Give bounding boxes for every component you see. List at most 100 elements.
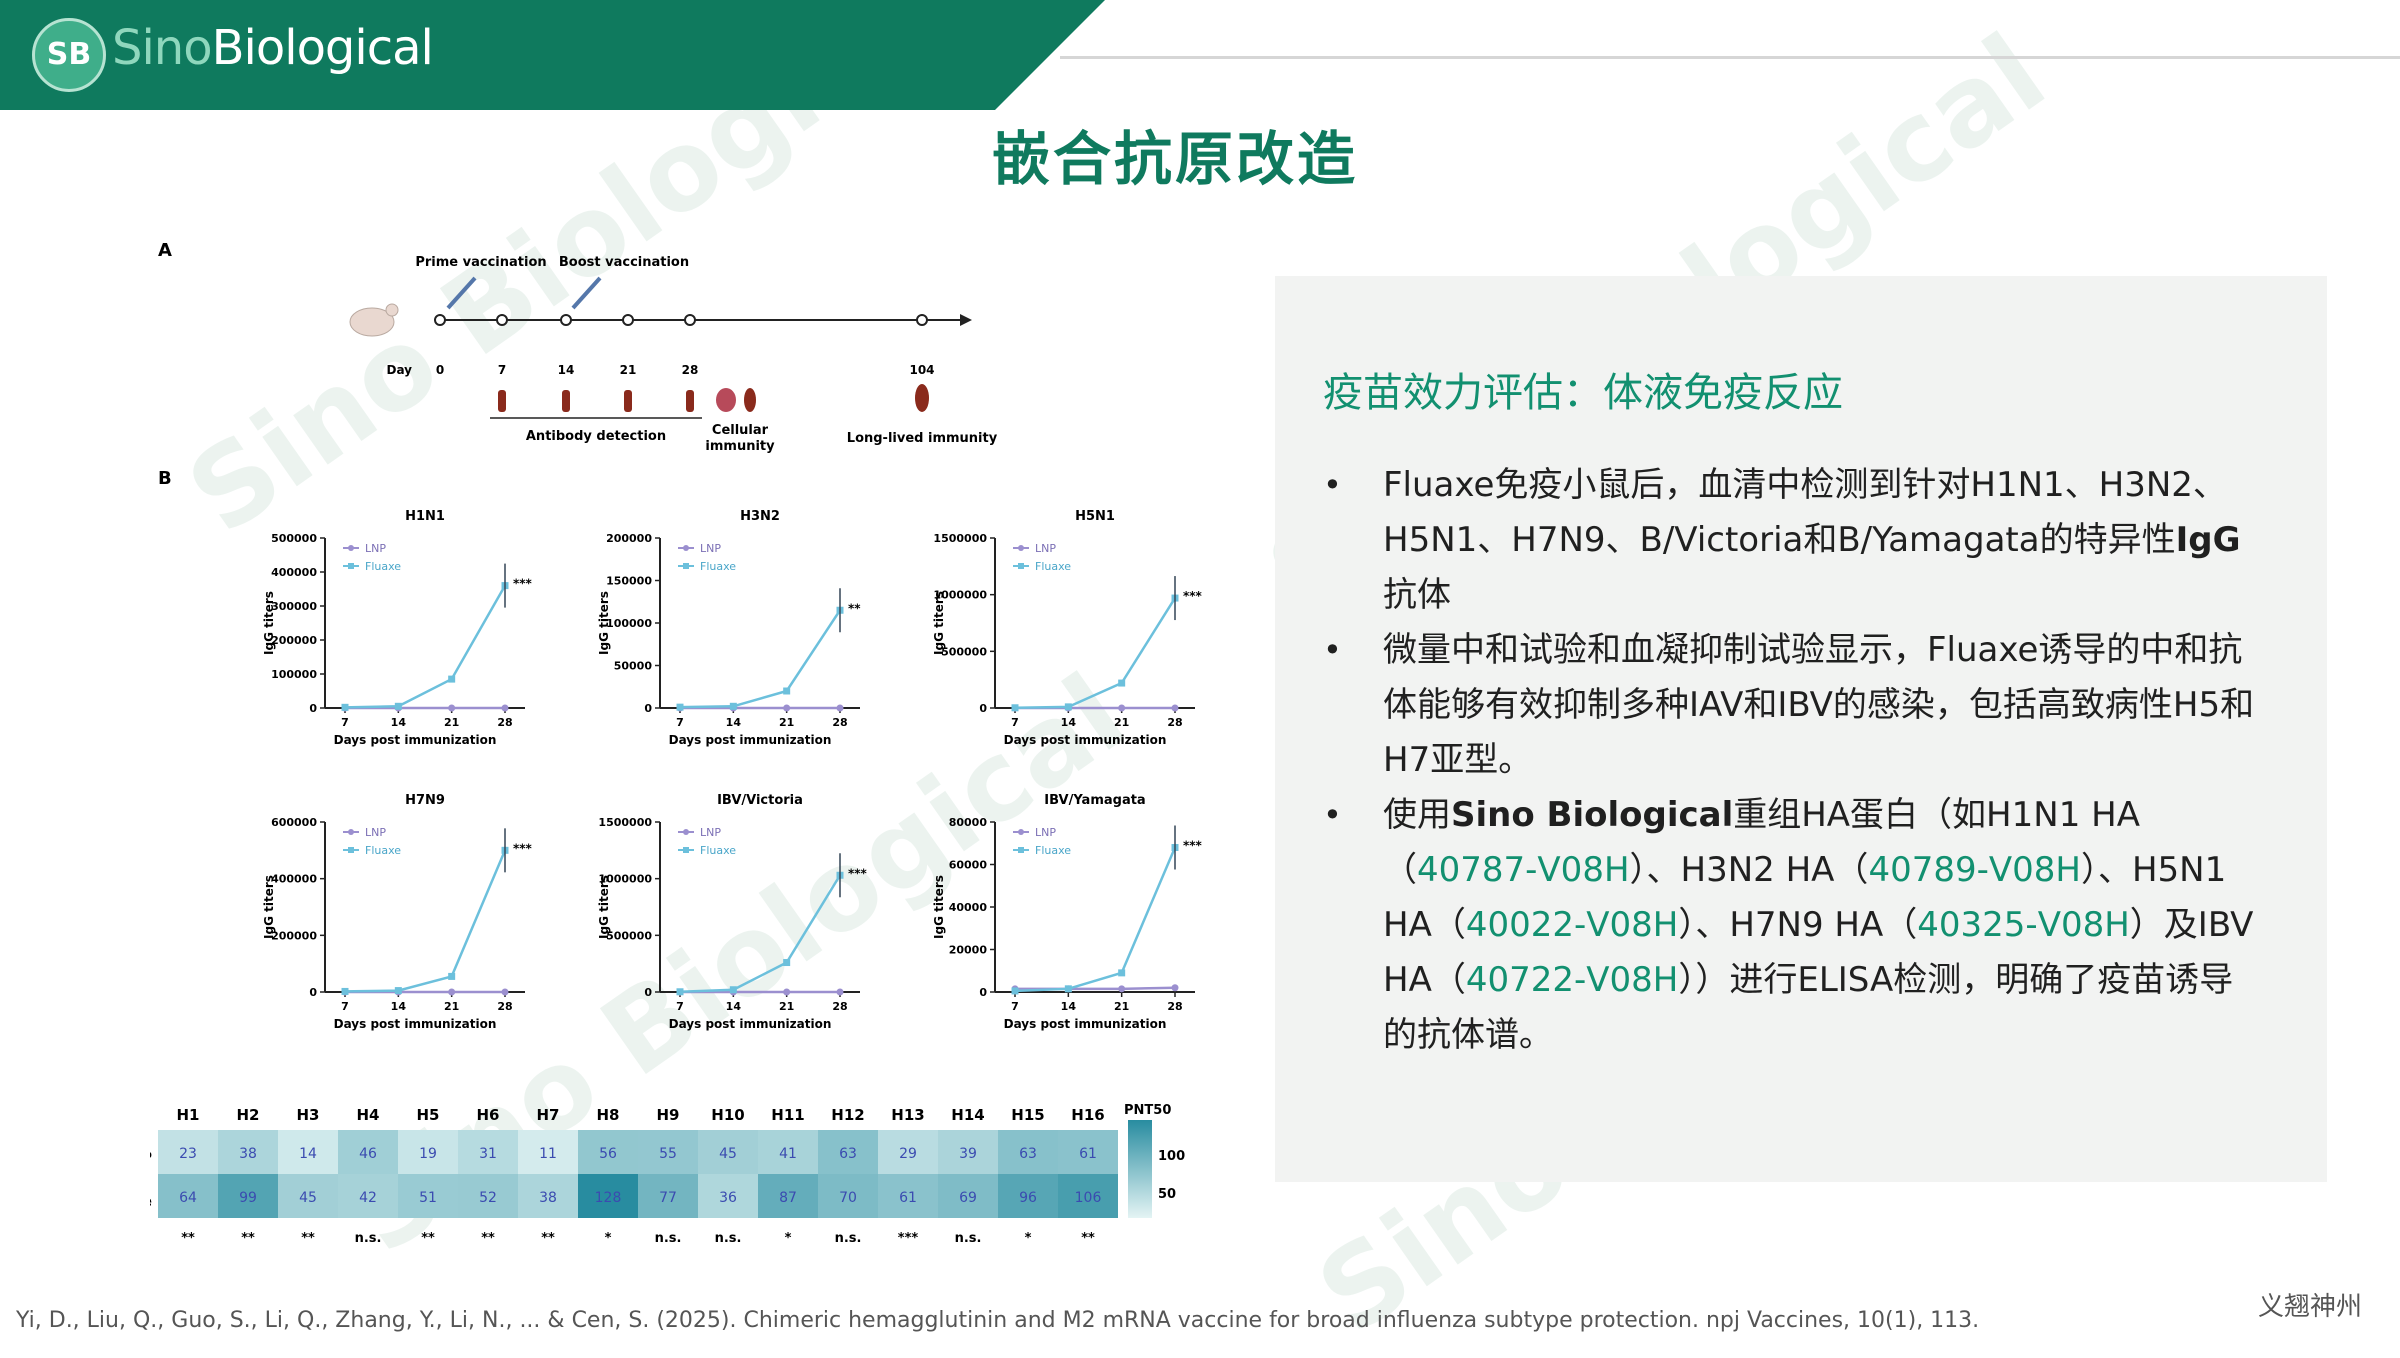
x-tick-label: 21 — [779, 1000, 794, 1013]
header-divider — [1060, 56, 2400, 59]
legend-marker-lnp — [683, 545, 689, 551]
heatmap-significance: *** — [898, 1231, 919, 1246]
bone-icon — [744, 388, 756, 412]
heatmap-cell — [398, 1174, 458, 1218]
heatmap-value: 87 — [779, 1190, 797, 1206]
y-tick-label: 20000 — [949, 944, 988, 957]
heatmap-cell — [1058, 1174, 1118, 1218]
heatmap-value: 45 — [299, 1190, 317, 1206]
heatmap-column-label: H2 — [237, 1106, 260, 1124]
heatmap-cell — [158, 1130, 218, 1174]
long-lived-label: Long-lived immunity — [847, 431, 998, 446]
fluaxe-data-point — [1011, 704, 1019, 712]
heatmap-cell — [398, 1130, 458, 1174]
legend-marker-lnp — [348, 545, 354, 551]
heatmap-cell — [758, 1174, 818, 1218]
heatmap-cell — [698, 1174, 758, 1218]
x-axis-label: Days post immunization — [669, 733, 832, 747]
cellular-label: immunity — [705, 439, 775, 454]
heatmap-value: 56 — [599, 1146, 617, 1162]
bullet-item: 微量中和试验和血凝抑制试验显示，Fluaxe诱导的中和抗体能够有效抑制多种IAV… — [1323, 623, 2263, 788]
heatmap-value: 63 — [839, 1146, 857, 1162]
x-tick-label: 21 — [1114, 1000, 1129, 1013]
catalog-code[interactable]: 40787-V08H — [1417, 850, 1630, 890]
significance-label: *** — [513, 577, 533, 591]
fluaxe-data-point — [1118, 969, 1126, 977]
heatmap-significance: ** — [481, 1231, 495, 1246]
catalog-code[interactable]: 40789-V08H — [1868, 850, 2081, 890]
y-axis-label: IgG titers — [597, 591, 611, 655]
heatmap-value: 39 — [959, 1146, 977, 1162]
heatmap-value: 52 — [479, 1190, 497, 1206]
heatmap-color-scale — [1128, 1120, 1152, 1218]
heatmap-cell — [338, 1174, 398, 1218]
heatmap-column-label: H9 — [657, 1106, 680, 1124]
lnp-data-point — [1118, 704, 1126, 712]
page-title: 嵌合抗原改造 — [991, 125, 1358, 193]
timeline-day: 7 — [498, 363, 506, 377]
heatmap-value: 31 — [479, 1146, 497, 1162]
fluaxe-data-point — [783, 687, 791, 695]
y-tick-label: 500000 — [606, 929, 652, 942]
heatmap-value: 36 — [719, 1190, 737, 1206]
timeline-point — [496, 314, 508, 326]
legend-marker-fluaxe — [1018, 563, 1024, 569]
y-tick-label: 200000 — [271, 929, 317, 942]
heatmap-value: 11 — [539, 1146, 557, 1162]
x-tick-label: 7 — [341, 716, 349, 729]
catalog-code[interactable]: 40325-V08H — [1917, 905, 2130, 945]
fluaxe-series-line — [344, 584, 507, 709]
heatmap-cell — [878, 1174, 938, 1218]
heatmap-cell — [638, 1174, 698, 1218]
syringe-icon — [446, 276, 477, 310]
heatmap-cell — [938, 1174, 998, 1218]
timeline-point — [560, 314, 572, 326]
y-tick-label: 60000 — [949, 859, 988, 872]
brand-logo: SinoBiological — [112, 20, 434, 76]
x-tick-label: 21 — [779, 716, 794, 729]
heatmap-significance: * — [605, 1231, 612, 1246]
heatmap-cell — [218, 1130, 278, 1174]
lnp-data-point — [836, 988, 844, 996]
lnp-data-point — [1171, 984, 1179, 992]
legend-marker-fluaxe — [683, 847, 689, 853]
blood-tube-icon — [498, 390, 506, 412]
cellular-label: Cellular — [712, 423, 769, 438]
boost-label: Boost vaccination — [559, 255, 689, 270]
heatmap-significance: ** — [301, 1231, 315, 1246]
catalog-code[interactable]: 40722-V08H — [1465, 960, 1679, 1000]
summary-panel: 疫苗效力评估：体液免疫反应 Fluaxe免疫小鼠后，血清中检测到针对H1N1、H… — [1275, 276, 2327, 1182]
fluaxe-data-point — [729, 702, 737, 710]
legend-marker-fluaxe — [348, 847, 354, 853]
heatmap-cell — [1058, 1130, 1118, 1174]
heatmap-cell — [218, 1174, 278, 1218]
y-tick-label: 200000 — [606, 532, 652, 545]
heatmap-cell — [578, 1174, 638, 1218]
panel-b-label: B — [158, 468, 172, 489]
bullet-item: Fluaxe免疫小鼠后，血清中检测到针对H1N1、H3N2、H5N1、H7N9、… — [1323, 458, 2263, 623]
heatmap-column-label: H4 — [357, 1106, 380, 1124]
y-tick-label: 1000000 — [933, 589, 987, 602]
fluaxe-data-point — [448, 972, 456, 980]
y-tick-label: 0 — [644, 986, 652, 999]
legend-fluaxe: Fluaxe — [700, 560, 736, 573]
heatmap-cell — [278, 1174, 338, 1218]
heatmap-cell — [518, 1130, 578, 1174]
x-tick-label: 7 — [676, 716, 684, 729]
mouse-icon — [385, 303, 399, 317]
heatmap-value: 14 — [299, 1146, 317, 1162]
heatmap-significance: n.s. — [835, 1231, 862, 1246]
heatmap-cell — [758, 1130, 818, 1174]
y-tick-label: 0 — [644, 702, 652, 715]
catalog-code[interactable]: 40022-V08H — [1465, 905, 1679, 945]
heatmap-cell — [338, 1130, 398, 1174]
heatmap-cell — [638, 1130, 698, 1174]
chart-title: H3N2 — [740, 509, 780, 524]
lnp-data-point — [783, 988, 791, 996]
heatmap-column-label: H13 — [891, 1106, 924, 1124]
timeline-day: 0 — [436, 363, 444, 377]
heatmap-value: 69 — [959, 1190, 977, 1206]
heatmap-cell — [998, 1130, 1058, 1174]
legend-marker-lnp — [348, 829, 354, 835]
